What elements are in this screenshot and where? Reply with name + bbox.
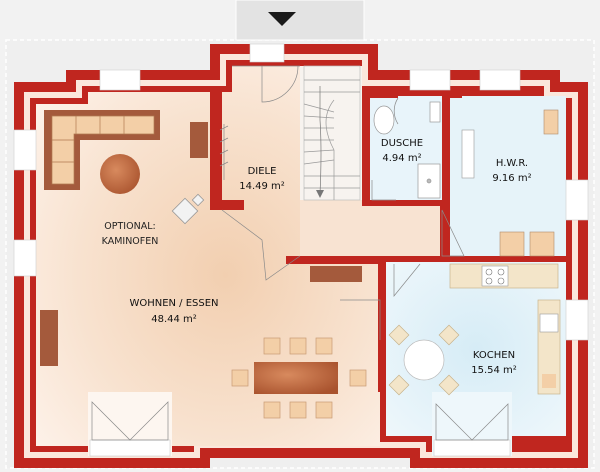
kitchen-table-set [388,324,460,396]
coat-rack [219,124,229,180]
room-area-diele: 14.49 m² [239,181,285,192]
interior-walls [210,92,566,392]
room-name-dusche: DUSCHE [381,138,423,149]
bathroom-fixtures [373,101,441,199]
room-area-dusche: 4.94 m² [382,153,421,164]
sideboard [190,122,208,158]
stove-icon [171,193,205,225]
room-name-diele: DIELE [248,166,277,177]
door-swings [221,65,465,340]
room-name-kochen: KOCHEN [473,350,515,361]
coffee-table [100,154,140,194]
annotation-optional: OPTIONAL: [104,221,155,232]
room-area-kochen: 15.54 m² [471,365,517,376]
kitchen-fixtures [449,263,561,395]
room-name-wohnen: WOHNEN / ESSEN [129,298,218,309]
room-area-hwr: 9.16 m² [492,173,531,184]
down-triangle-icon [268,12,296,26]
sofa [44,110,160,190]
shelf-left [40,310,58,366]
windows [13,43,589,341]
annotation-kaminofen: KAMINOFEN [102,236,159,247]
utility-fixtures [461,109,559,257]
dining-set [231,337,367,419]
shelf-hall [310,266,362,282]
staircase [303,65,361,201]
terrace-doors [88,392,512,457]
room-labels: DIELE 14.49 m² DUSCHE 4.94 m² H.W.R. 9.1… [102,138,532,376]
room-area-wohnen: 48.44 m² [151,314,197,325]
room-name-hwr: H.W.R. [496,158,528,169]
